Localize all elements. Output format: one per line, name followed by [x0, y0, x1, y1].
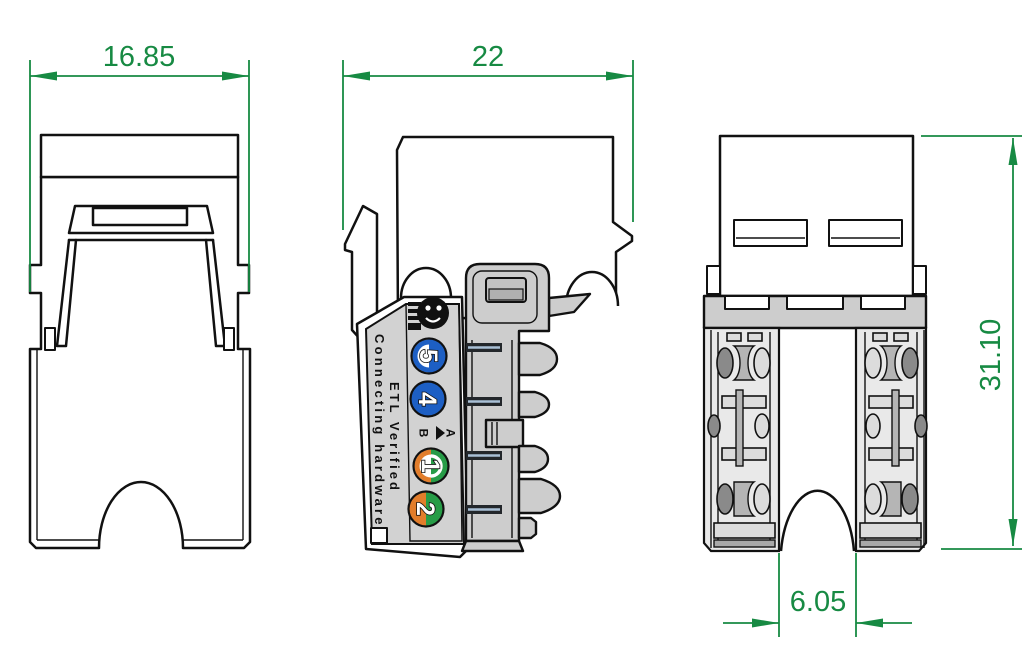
rear-slot-left [733, 219, 808, 247]
side-tower-inner-line [472, 270, 538, 324]
wire-circle-4: 4 [409, 380, 447, 418]
rear-channel-arch [779, 489, 856, 552]
dim-text-rear-height: 31.10 [975, 319, 1007, 392]
side-tower-slot-inner [488, 288, 524, 301]
side-dome-left [399, 266, 453, 299]
rear-tab-right [912, 265, 927, 295]
dimension-slot-width: 6.05 [723, 553, 912, 637]
side-wire-slits [466, 343, 502, 514]
side-view: 5 4 B A 1 2 ETL Verified [343, 135, 634, 559]
rear-slot-right [828, 219, 903, 247]
side-idc-tower [464, 262, 551, 543]
front-view [28, 133, 252, 550]
wire-number-4: 4 [413, 392, 441, 406]
front-cap [39, 133, 240, 179]
front-foot-left [44, 327, 56, 351]
rear-view [702, 134, 928, 553]
front-leg-left [55, 238, 78, 348]
side-label-notch [370, 527, 388, 544]
rear-top-box [718, 134, 915, 298]
dimension-front-width: 16.85 [29, 41, 250, 292]
wire-number-2: 2 [411, 502, 439, 516]
rear-tab-left [706, 265, 721, 295]
wire-circle-2: 2 [407, 490, 445, 528]
rear-band-notch-3 [860, 295, 906, 310]
label-line2-text: Connecting hardware [372, 334, 387, 528]
dimension-side-depth: 22 [342, 41, 634, 230]
wiring-standard-markers: B A [417, 426, 458, 440]
wire-circle-5: 5 [410, 337, 448, 375]
cert-logo-icon [408, 297, 449, 330]
rear-band-notch-1 [724, 295, 770, 310]
dimension-rear-height: 31.10 [921, 135, 1022, 550]
front-latch-slot [91, 206, 189, 227]
front-inner-walls [36, 349, 244, 541]
wire-number-5: 5 [414, 349, 442, 363]
front-foot-right [223, 327, 235, 351]
wiring-arrow-icon [436, 426, 445, 440]
wire-circle-1: 1 [412, 447, 450, 485]
dim-text-front-width: 16.85 [103, 41, 176, 73]
label-line1-text: ETL Verified [387, 382, 402, 493]
front-body-outline [28, 175, 252, 550]
idc-contact-cluster [707, 330, 776, 548]
dim-text-slot-width: 6.05 [790, 586, 846, 618]
rear-band-notch-2 [786, 295, 844, 310]
wiring-b-label: B [417, 429, 431, 438]
side-tower-foot [460, 539, 525, 553]
wire-number-1: 1 [416, 459, 444, 473]
wiring-a-label: A [444, 429, 458, 438]
dim-text-side-depth: 22 [472, 41, 504, 73]
side-idc-fins [484, 341, 562, 540]
